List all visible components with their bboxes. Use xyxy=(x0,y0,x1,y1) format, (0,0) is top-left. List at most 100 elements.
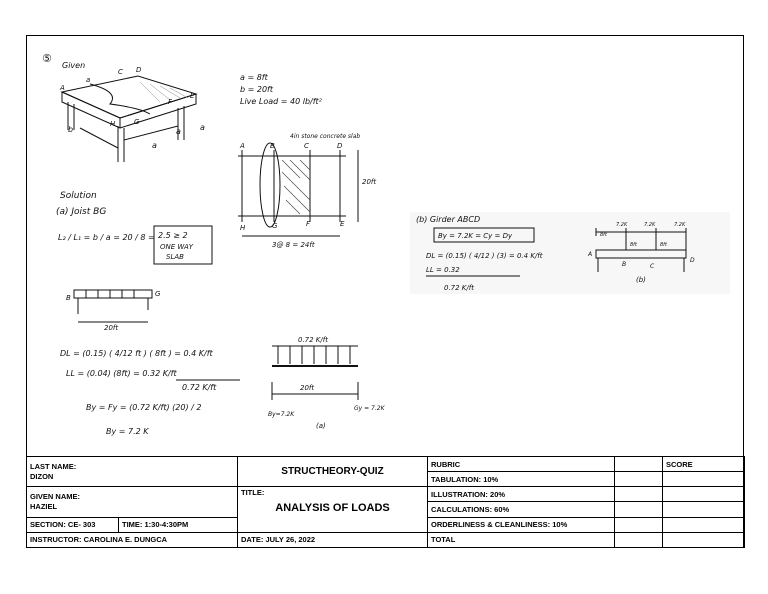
plan-label-D: D xyxy=(337,142,343,150)
given-heading: Given xyxy=(62,61,85,70)
plan-label-E: E xyxy=(340,220,345,228)
problem-number: ⑤ xyxy=(42,52,52,65)
plan-view xyxy=(238,142,359,237)
one-way-label: ONE WAY xyxy=(160,243,194,251)
girder-node-B: B xyxy=(622,261,626,268)
given-name-label: GIVEN NAME: xyxy=(30,491,81,501)
last-name-cell: LAST NAME: DIZON xyxy=(26,455,238,488)
drawing-sheet xyxy=(26,35,744,548)
girder-live-load: LL = 0.32 xyxy=(426,266,460,274)
iso-label-a2: a xyxy=(176,127,181,136)
iso-label-a1: a xyxy=(152,141,157,150)
isometric-hatch xyxy=(139,81,189,103)
title-block-table: LAST NAME: DIZON STRUCTHEORY-QUIZ RUBRIC… xyxy=(26,455,745,549)
rubric-orderliness: ORDERLINESS & CLEANLINESS: 10% xyxy=(427,516,615,533)
reaction-line: By = Fy = (0.72 K/ft) (20) / 2 xyxy=(86,403,201,412)
girder-load-3: 7.2K xyxy=(674,222,686,228)
fbd-caption: (a) xyxy=(316,422,326,430)
girder-node-A: A xyxy=(587,251,592,258)
joist-label-B: B xyxy=(66,294,71,302)
part-b-heading: (b) Girder ABCD xyxy=(416,215,480,224)
given-name-cell: GIVEN NAME: HAZIEL xyxy=(26,486,238,518)
slab-side-face xyxy=(119,93,197,129)
score-calculations xyxy=(662,501,745,518)
solution-heading: Solution xyxy=(60,191,97,201)
given-a: a = 8ft xyxy=(240,73,269,82)
girder-panel xyxy=(410,212,730,294)
given-b: b = 20ft xyxy=(240,85,274,94)
last-name-label: LAST NAME: xyxy=(30,461,77,471)
girder-spacing-1: 8ft xyxy=(600,232,608,238)
instructor-cell: INSTRUCTOR: CAROLINA E. DUNGCA xyxy=(26,531,238,549)
plan-label-A: A xyxy=(239,142,245,150)
span-ratio: L₂ / L₁ = b / a = 20 / 8 = xyxy=(58,233,155,242)
isometric-slab-sketch xyxy=(60,75,198,162)
title-cell: TITLE: ANALYSIS OF LOADS xyxy=(237,486,428,533)
slab-note: 4in stone concrete slab xyxy=(290,133,360,140)
given-name-value: HAZIEL xyxy=(30,501,58,511)
rubric-total: TOTAL xyxy=(427,531,615,549)
plan-label-H: H xyxy=(240,224,246,232)
ratio-result: 2.5 ≥ 2 xyxy=(158,231,188,240)
girder-spacing-2: 8ft xyxy=(630,242,638,248)
iso-label-E: E xyxy=(190,92,195,100)
plan-hatch xyxy=(281,159,311,215)
rubric-tabulation-blank xyxy=(614,471,663,488)
iso-label-G: G xyxy=(134,118,140,126)
plan-label-F: F xyxy=(306,220,311,228)
iso-label-H: H xyxy=(110,120,116,128)
girder-node-D: D xyxy=(690,257,695,264)
date-cell: DATE: JULY 26, 2022 xyxy=(237,531,428,549)
plan-label-B: B xyxy=(270,142,275,150)
fbd-right-reaction: Gy = 7.2K xyxy=(354,405,386,412)
last-name-value: DIZON xyxy=(30,471,54,481)
rubric-tabulation: TABULATION: 10% xyxy=(427,471,615,488)
rubric-orderliness-blank xyxy=(614,516,663,533)
score-header: SCORE xyxy=(662,455,745,473)
title-label: TITLE: xyxy=(241,488,265,498)
joist-highlight xyxy=(259,142,281,228)
title-value: ANALYSIS OF LOADS xyxy=(275,502,390,515)
iso-label-D: D xyxy=(136,66,142,74)
fbd-beam xyxy=(271,345,359,400)
girder-diagram xyxy=(595,228,687,272)
fbd-load-label: 0.72 K/ft xyxy=(298,336,328,344)
rubric-blank-header xyxy=(614,455,663,473)
iso-label-a3: a xyxy=(200,123,205,132)
one-way-slab-box xyxy=(153,225,213,265)
score-orderliness xyxy=(662,516,745,533)
slab-top-outline xyxy=(60,75,198,119)
live-load-line: LL = (0.04) (8ft) = 0.32 K/ft xyxy=(66,369,177,378)
section-cut-line xyxy=(89,83,151,115)
girder-load-2: 7.2K xyxy=(644,222,656,228)
iso-label-b: b xyxy=(68,125,73,134)
girder-total: 0.72 K/ft xyxy=(444,284,474,292)
girder-load-1: 7.2K xyxy=(616,222,628,228)
fbd-span-label: 20ft xyxy=(300,384,314,392)
course-title: STRUCTHEORY-QUIZ xyxy=(237,455,428,488)
girder-dead-load: DL = (0.15) ( 4/12 ) (3) = 0.4 K/ft xyxy=(426,252,543,260)
score-total xyxy=(662,531,745,549)
girder-eq-box xyxy=(433,227,535,243)
dead-load-line: DL = (0.15) ( 4/12 ft ) ( 8ft ) = 0.4 K/… xyxy=(60,349,214,358)
plan-label-C: C xyxy=(304,142,309,150)
time-cell: TIME: 1:30-4:30PM xyxy=(118,516,238,533)
total-load: 0.72 K/ft xyxy=(182,383,217,392)
plan-bays-label: 3@ 8 = 24ft xyxy=(272,241,315,249)
iso-label-F: F xyxy=(168,98,173,106)
title-block: LAST NAME: DIZON STRUCTHEORY-QUIZ RUBRIC… xyxy=(26,455,745,549)
score-illustration xyxy=(662,486,745,503)
section-cell: SECTION: CE- 303 xyxy=(26,516,119,533)
joist-label-G: G xyxy=(155,290,161,298)
rubric-header: RUBRIC xyxy=(427,455,615,473)
rubric-total-blank xyxy=(614,531,663,549)
rubric-illustration: ILLUSTRATION: 20% xyxy=(427,486,615,503)
given-live-load: Live Load = 40 lb/ft² xyxy=(240,97,323,106)
rubric-illustration-blank xyxy=(614,486,663,503)
iso-label-a-top: a xyxy=(86,76,90,84)
slab-label: SLAB xyxy=(166,253,184,261)
plan-span-label: 20ft xyxy=(362,178,376,186)
girder-caption: (b) xyxy=(636,276,646,284)
part-a-heading: (a) Joist BG xyxy=(56,207,106,217)
